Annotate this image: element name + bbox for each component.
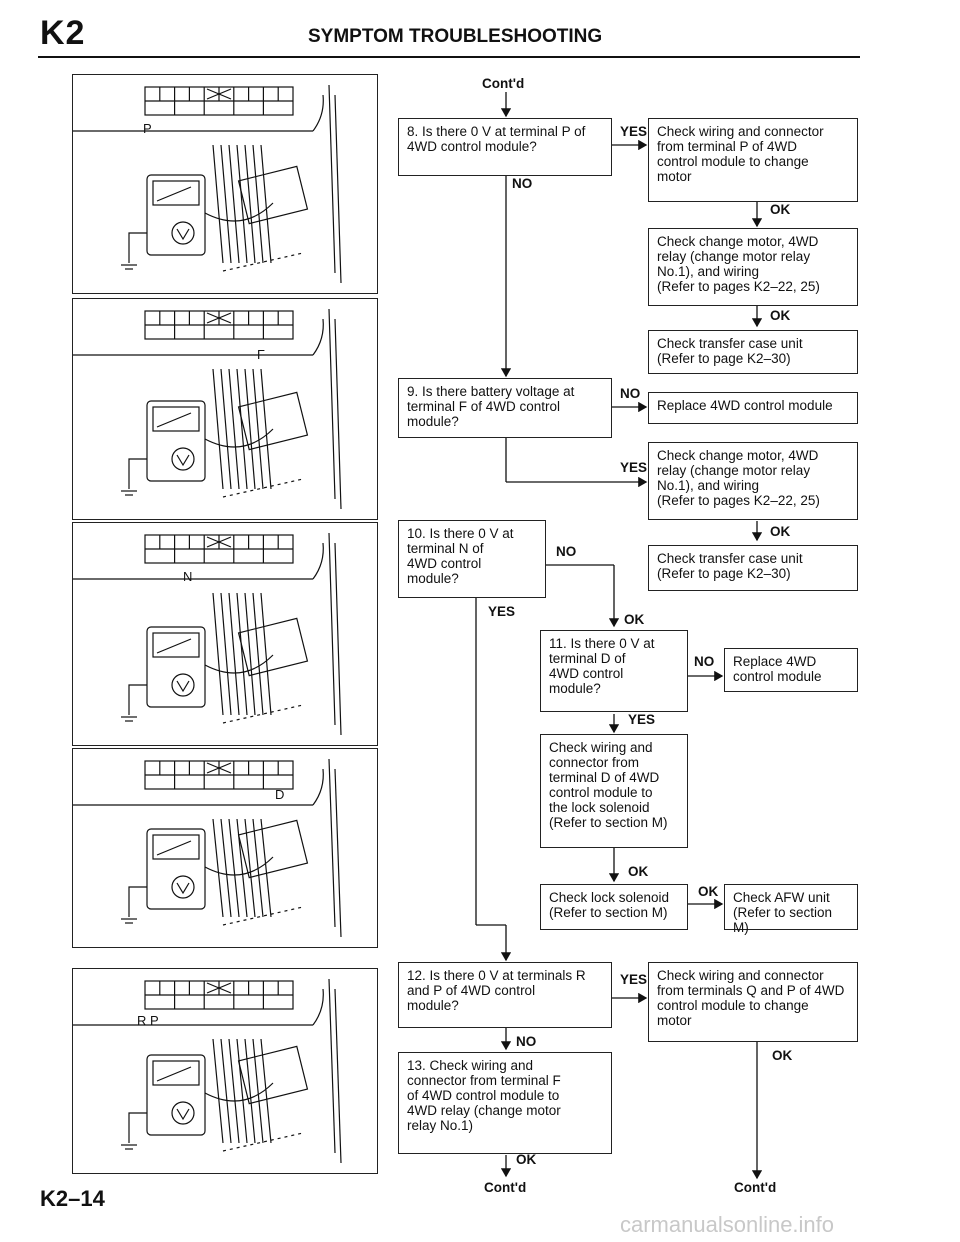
check-transfer-case-action: Check transfer case unit (Refer to page … bbox=[648, 330, 858, 374]
pin-label: D bbox=[275, 787, 285, 802]
step-12-yes-action: Check wiring and connector from terminal… bbox=[648, 962, 858, 1042]
ok-label: OK bbox=[628, 864, 649, 879]
check-wiring-lock-solenoid-action: Check wiring and connector from terminal… bbox=[540, 734, 688, 848]
step-13-action: 13. Check wiring and connector from term… bbox=[398, 1052, 612, 1154]
pin-label: N bbox=[183, 569, 193, 584]
no-label: NO bbox=[556, 544, 577, 559]
illustration-drawing bbox=[73, 308, 342, 510]
page-number: K2–14 bbox=[40, 1186, 105, 1211]
ok-label: OK bbox=[770, 308, 791, 323]
step-8-question: 8. Is there 0 V at terminal P of 4WD con… bbox=[398, 118, 612, 176]
watermark: carmanualsonline.info bbox=[620, 1212, 835, 1237]
ok-label: OK bbox=[772, 1048, 793, 1063]
check-change-motor-action: Check change motor, 4WD relay (change mo… bbox=[648, 442, 858, 520]
meter-illustration-rp: R P bbox=[72, 968, 378, 1174]
step-11-question: 11. Is there 0 V at terminal D of 4WD co… bbox=[540, 630, 688, 712]
yes-label: YES bbox=[488, 604, 516, 619]
check-afw-unit-action: Check AFW unit (Refer to section M) bbox=[724, 884, 858, 935]
replace-module-action: Replace 4WD control module bbox=[648, 392, 858, 424]
step-9-question: 9. Is there battery voltage at terminal … bbox=[398, 378, 612, 438]
page-title: SYMPTOM TROUBLESHOOTING bbox=[308, 26, 603, 47]
check-lock-solenoid-action: Check lock solenoid (Refer to section M) bbox=[540, 884, 688, 930]
pin-label: P bbox=[143, 121, 152, 136]
no-label: NO bbox=[620, 386, 641, 401]
yes-label: YES bbox=[620, 460, 648, 475]
ok-label: OK bbox=[516, 1152, 537, 1167]
step-8-yes-action: Check wiring and connector from terminal… bbox=[648, 118, 858, 202]
yes-label: YES bbox=[628, 712, 656, 727]
ok-label: OK bbox=[770, 202, 791, 217]
pin-label: F bbox=[257, 347, 265, 362]
header-divider bbox=[38, 56, 860, 58]
meter-illustration-p: P bbox=[72, 74, 378, 294]
meter-illustration-d: D bbox=[72, 748, 378, 948]
no-label: NO bbox=[694, 654, 715, 669]
yes-label: YES bbox=[620, 972, 648, 987]
illustration-drawing bbox=[73, 758, 342, 938]
no-label: NO bbox=[512, 176, 533, 191]
ok-label: OK bbox=[698, 884, 719, 899]
contd-bottom-left-label: Cont'd bbox=[484, 1180, 527, 1195]
contd-bottom-right-label: Cont'd bbox=[734, 1180, 777, 1195]
illustration-drawing bbox=[73, 532, 342, 736]
contd-top-label: Cont'd bbox=[482, 76, 525, 91]
illustration-drawing bbox=[73, 978, 342, 1164]
illustration-drawing bbox=[73, 84, 342, 284]
step-10-question: 10. Is there 0 V at terminal N of 4WD co… bbox=[398, 520, 546, 598]
ok-label: OK bbox=[770, 524, 791, 539]
meter-illustration-f: F bbox=[72, 298, 378, 520]
section-id: K2 bbox=[40, 14, 86, 52]
meter-illustration-n: N bbox=[72, 522, 378, 746]
yes-label: YES bbox=[620, 124, 648, 139]
check-change-motor-action: Check change motor, 4WD relay (change mo… bbox=[648, 228, 858, 306]
step-12-question: 12. Is there 0 V at terminals R and P of… bbox=[398, 962, 612, 1028]
check-transfer-case-action: Check transfer case unit (Refer to page … bbox=[648, 545, 858, 591]
pin-label: R P bbox=[137, 1013, 159, 1028]
ok-label: OK bbox=[624, 612, 645, 627]
replace-module-action: Replace 4WD control module bbox=[724, 648, 858, 692]
no-label: NO bbox=[516, 1034, 537, 1049]
